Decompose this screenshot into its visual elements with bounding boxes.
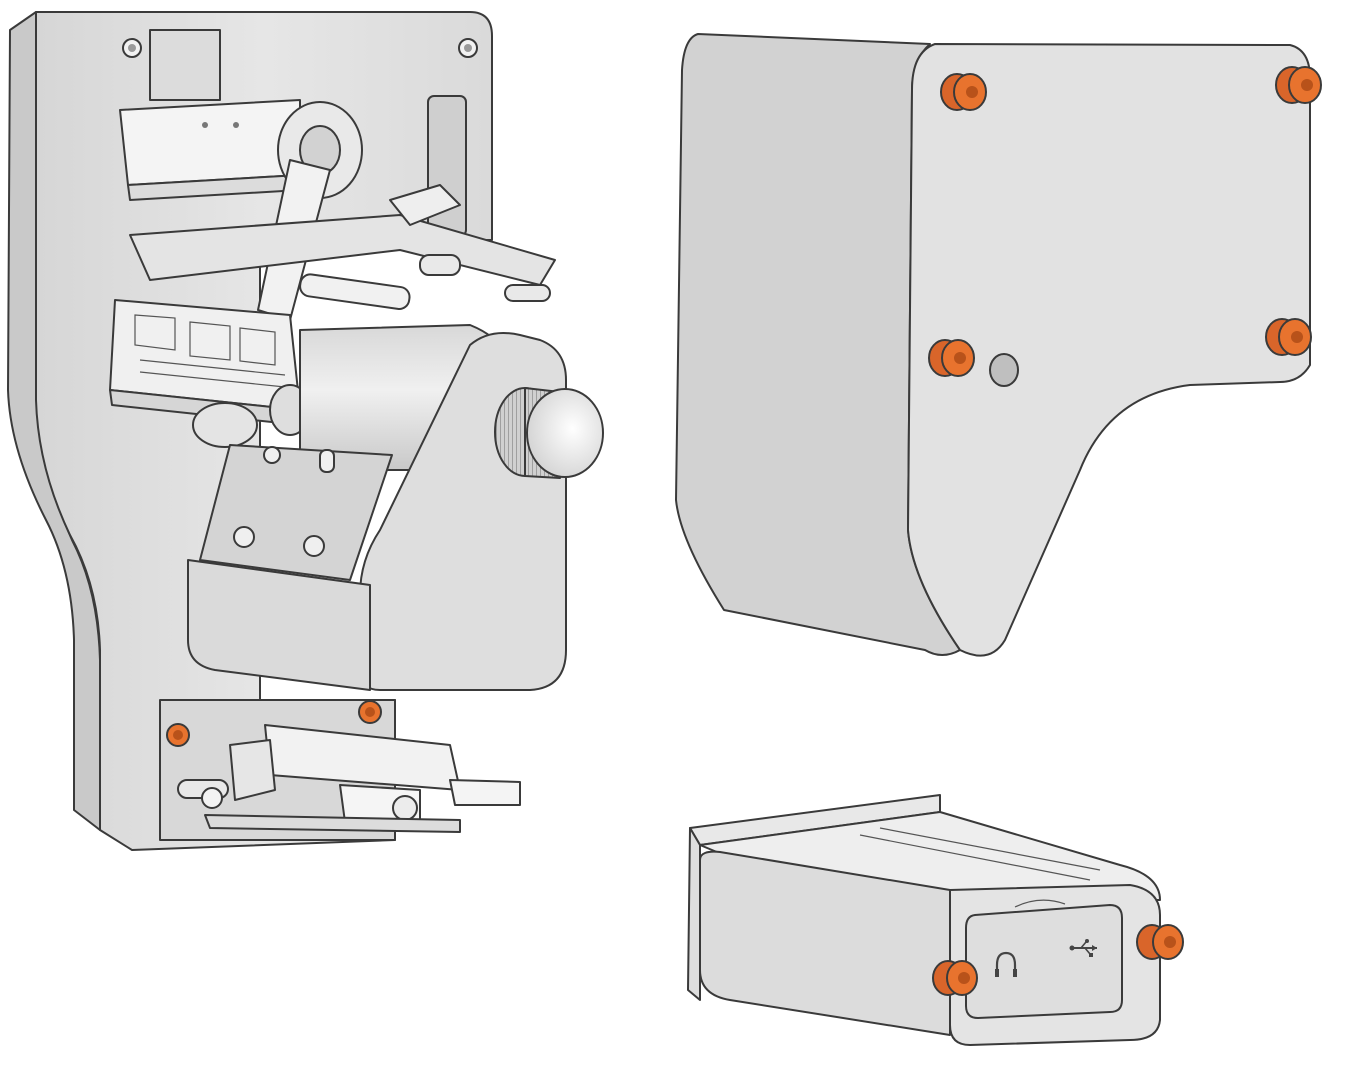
cover-hole bbox=[989, 353, 1019, 387]
screw-orange bbox=[928, 339, 975, 377]
top-bracket bbox=[149, 29, 221, 101]
port-panel bbox=[965, 904, 1123, 1019]
screw-orange bbox=[358, 700, 382, 724]
screw-orange bbox=[1275, 66, 1322, 104]
main-frame-assembly bbox=[7, 11, 604, 851]
headphone-icon bbox=[995, 951, 1017, 977]
screw-orange bbox=[1265, 318, 1312, 356]
module-side bbox=[699, 850, 951, 1036]
housing-base bbox=[187, 559, 371, 691]
screw-orange bbox=[1136, 924, 1184, 960]
microswitch-upper bbox=[119, 99, 301, 186]
screw-orange bbox=[166, 723, 190, 747]
cover-shell bbox=[675, 33, 1322, 657]
usb-icon bbox=[1069, 939, 1097, 957]
knurled-knob bbox=[526, 388, 604, 478]
cover-face bbox=[907, 43, 1311, 657]
mount-plate bbox=[199, 444, 393, 581]
screw-orange bbox=[940, 73, 987, 111]
port-module bbox=[687, 794, 1184, 1046]
screw-orange bbox=[932, 960, 978, 996]
